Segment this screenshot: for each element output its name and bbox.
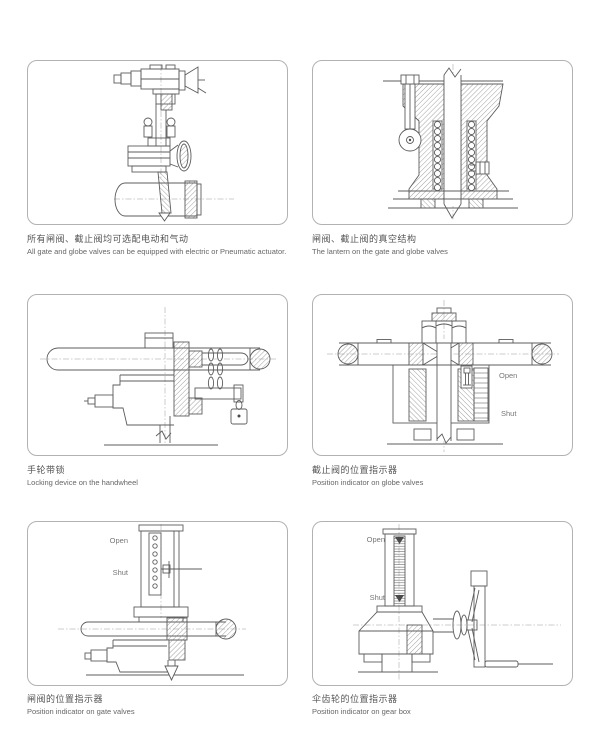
shut-label: Shut [112,568,128,577]
caption-en-gear-indicator: Position indicator on gear box [312,707,411,716]
caption-en-gate-indicator: Position indicator on gate valves [27,707,135,716]
shut-label: Shut [501,409,517,418]
actuator-gate-valve-drawing [113,64,234,222]
panel-handwheel-lock [27,294,288,456]
caption-zh-lantern: 闸阀、截止阀的真空结构 [312,234,417,244]
caption-zh-handwheel-lock: 手轮带锁 [27,465,66,475]
caption-zh-gate-indicator: 闸阀的位置指示器 [27,694,104,704]
panel-electric-pneumatic-actuator [27,60,288,225]
panel-gate-valve-position-indicator: Open Shut [27,521,288,686]
panel-globe-valve-position-indicator: Open Shut [312,294,573,456]
handwheel-lock-drawing [40,307,278,446]
open-label: Open [366,535,385,544]
caption-en-actuator: All gate and globe valves can be equippe… [27,247,287,256]
caption-en-lantern: The lantern on the gate and globe valves [312,247,448,256]
caption-zh-gear-indicator: 伞齿轮的位置指示器 [312,694,398,704]
caption-en-handwheel-lock: Locking device on the handwheel [27,478,138,487]
shut-label: Shut [369,593,385,602]
gate-valve-indicator-drawing [58,524,246,682]
globe-valve-indicator-drawing [327,300,559,452]
caption-zh-globe-indicator: 截止阀的位置指示器 [312,465,398,475]
caption-en-globe-indicator: Position indicator on globe valves [312,478,424,487]
open-label: Open [109,536,128,545]
gear-box-indicator-drawing [353,524,561,680]
panel-lantern-structure [312,60,573,225]
caption-zh-actuator: 所有闸阀、截止阀均可选配电动和气动 [27,234,189,244]
open-label: Open [499,371,518,380]
panel-gear-box-position-indicator: Open Shut [312,521,573,686]
lantern-section-drawing [383,64,518,221]
